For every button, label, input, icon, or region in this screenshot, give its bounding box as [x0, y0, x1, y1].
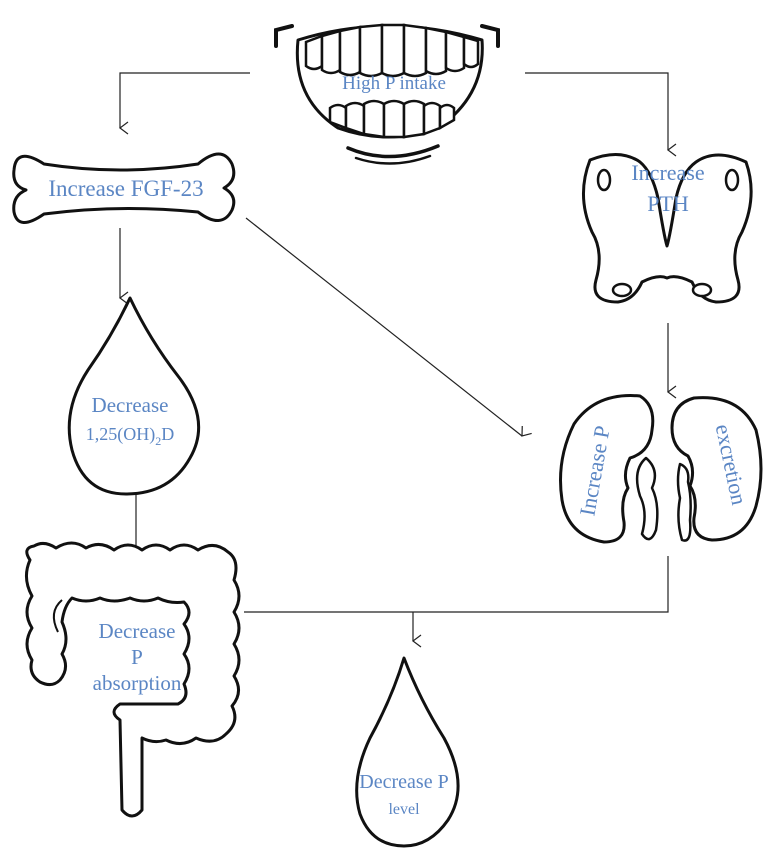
- arrow-merge-to-level: [244, 556, 668, 641]
- level-label-line2: level: [388, 801, 420, 818]
- vitd-label-prefix: 1,25(OH): [86, 424, 156, 445]
- vitd-label-suffix: D: [161, 424, 174, 444]
- intestine-label-line1: Decrease: [99, 619, 176, 643]
- vitd-label-line1: Decrease: [92, 393, 169, 417]
- kidneys-icon: Increase P excretion: [561, 396, 762, 542]
- drop-icon: Decrease P level: [357, 658, 458, 846]
- mouth-icon: High P intake: [276, 25, 498, 164]
- drop-icon: Decrease 1,25(OH)2D: [69, 298, 198, 494]
- intestine-label-line2: P: [131, 645, 143, 669]
- thyroid-label-line2: PTH: [647, 191, 689, 216]
- parathyroid-gland-icon: Increase PTH: [583, 154, 751, 302]
- thyroid-label-line1: Increase: [631, 160, 704, 185]
- mouth-label: High P intake: [342, 73, 446, 94]
- level-label-line1: Decrease P: [359, 771, 448, 793]
- arrow-mouth-to-bone: [120, 73, 250, 128]
- arrow-bone-to-kidneys: [246, 218, 522, 436]
- intestine-icon: Decrease P absorption: [26, 543, 239, 816]
- bone-label: Increase FGF-23: [48, 176, 203, 201]
- upper-teeth: [306, 25, 478, 76]
- arrow-mouth-to-thyroid: [525, 73, 668, 150]
- bone-icon: Increase FGF-23: [14, 154, 234, 223]
- intestine-label-line3: absorption: [93, 671, 182, 695]
